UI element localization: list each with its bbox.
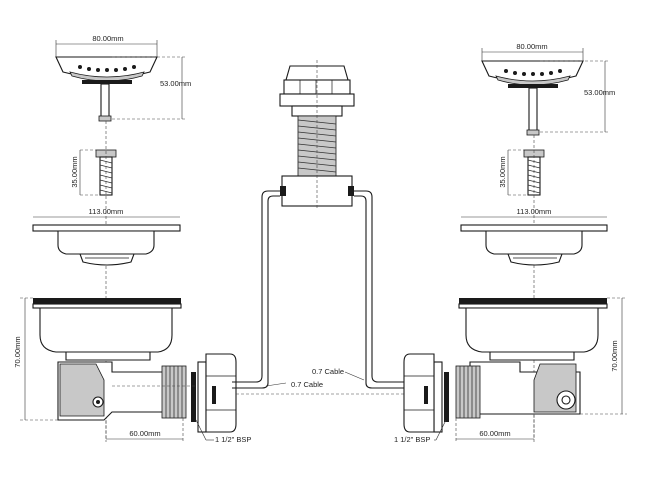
left-assembly: 80.00mm 53.00mm 35.00mm 113.00mm [13,34,251,444]
right-sink-body [455,298,608,419]
upper-cable-label: 0.7 Cable [312,367,344,376]
left-coupling-nut [191,353,237,433]
right-strainer-basket [481,60,584,136]
right-strainer-width-label: 80.00mm [516,42,547,51]
left-screw-dimension: 35.00mm [70,149,100,196]
right-thread-label: 1 1/2" BSP [394,435,430,444]
cable-routing [112,190,408,395]
left-strainer-width-label: 80.00mm [92,34,123,43]
right-outlet-dimension: 60.00mm [455,414,535,442]
right-coupling-nut [403,353,449,433]
left-body-height-dimension: 70.00mm [13,297,58,421]
left-flange-width-label: 113.00mm [89,207,124,216]
left-strainer-height-label: 53.00mm [160,79,191,88]
right-body-height-label: 70.00mm [610,340,619,371]
left-sink-body [32,298,187,421]
center-overflow-assembly [279,60,355,210]
left-outlet-offset-label: 60.00mm [129,429,160,438]
left-strainer-width-dimension: 80.00mm [55,34,158,57]
right-thread-callout: 1 1/2" BSP [394,419,447,444]
right-strainer-height-dimension: 53.00mm [540,60,615,133]
right-body-height-dimension: 70.00mm [580,297,627,415]
lower-cable-callout: 0.7 Cable [265,380,323,389]
left-thread-callout: 1 1/2" BSP [195,419,251,444]
left-flange [32,224,181,266]
left-outlet-dimension: 60.00mm [105,418,184,442]
left-body-height-label: 70.00mm [13,336,22,367]
right-flange-dimension: 113.00mm [461,207,607,218]
right-screw-length-label: 35.00mm [498,156,507,187]
left-flange-dimension: 113.00mm [33,207,180,218]
right-strainer-width-dimension: 80.00mm [481,42,584,61]
upper-cable-callout: 0.7 Cable [312,367,365,381]
lower-cable-label: 0.7 Cable [291,380,323,389]
left-screw-length-label: 35.00mm [70,156,79,187]
right-flange-width-label: 113.00mm [517,207,552,216]
left-thread-label: 1 1/2" BSP [215,435,251,444]
left-strainer-height-dimension: 53.00mm [112,56,191,120]
left-strainer-basket [55,56,158,122]
right-strainer-height-label: 53.00mm [584,88,615,97]
right-screw-dimension: 35.00mm [498,149,528,196]
right-flange [460,224,608,266]
right-assembly: 80.00mm 53.00mm 35.00mm 113.00mm [394,42,627,444]
right-outlet-offset-label: 60.00mm [479,429,510,438]
